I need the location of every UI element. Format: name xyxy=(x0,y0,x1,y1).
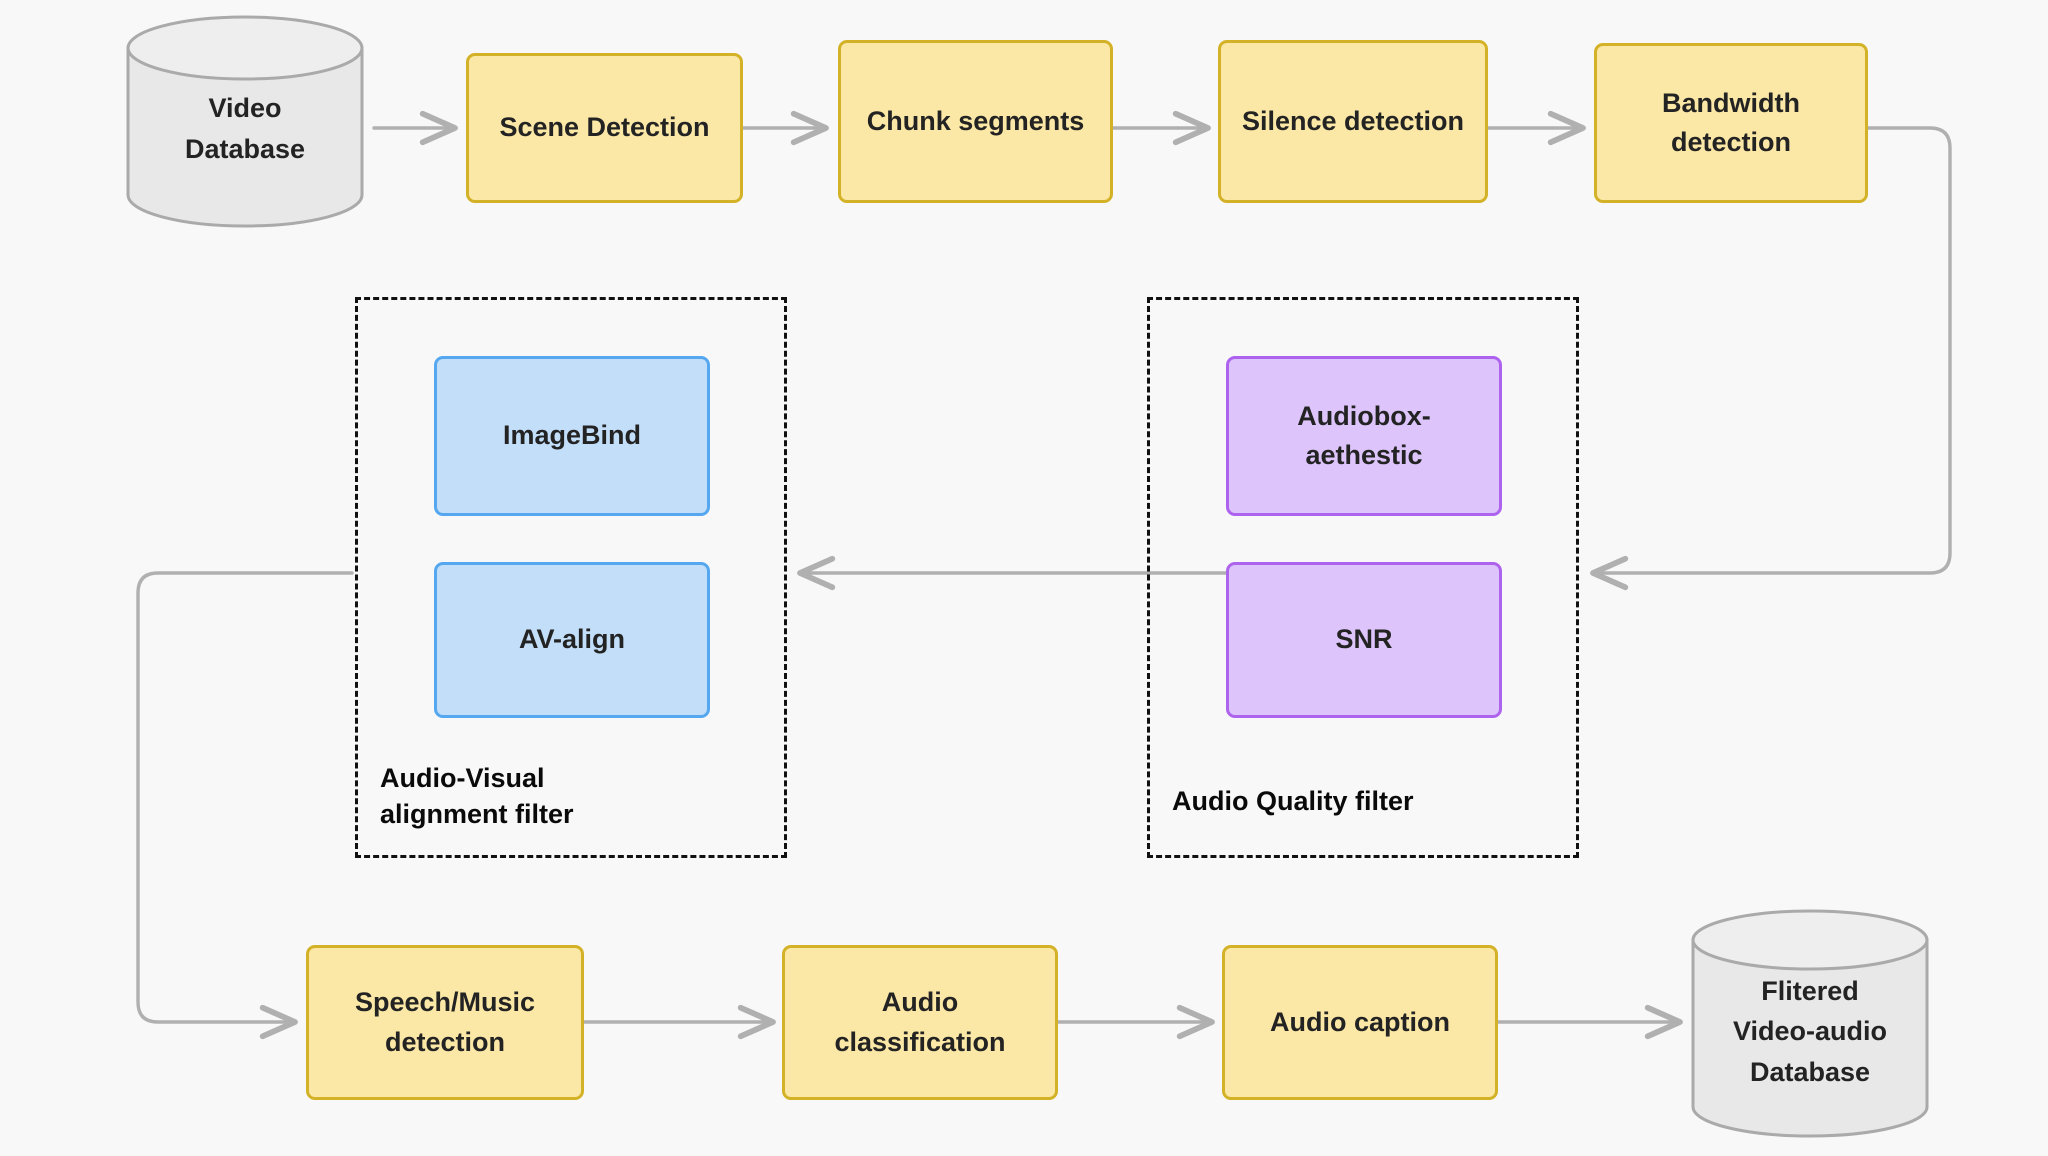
group-audio-quality-filter-label: Audio Quality filter xyxy=(1172,786,1414,816)
node-chunk-segments[interactable]: Chunk segments xyxy=(838,40,1113,203)
node-silence-detection[interactable]: Silence detection xyxy=(1218,40,1488,203)
group-av-alignment-filter-label: Audio-Visual alignment filter xyxy=(380,763,574,830)
node-audio-caption-label: Audio caption xyxy=(1270,1006,1450,1037)
node-av-align[interactable]: AV-align xyxy=(434,562,710,718)
node-speech-music-detection[interactable]: Speech/Music detection xyxy=(306,945,584,1100)
node-snr[interactable]: SNR xyxy=(1226,562,1502,718)
node-video-database-label: Video Database xyxy=(184,93,306,164)
node-audio-caption[interactable]: Audio caption xyxy=(1222,945,1498,1100)
node-scene-detection[interactable]: Scene Detection xyxy=(466,53,743,203)
node-imagebind-label: ImageBind xyxy=(502,420,642,451)
node-filtered-database[interactable]: Flitered Video-audio Database xyxy=(1690,908,1930,1141)
node-audiobox-aesthetic[interactable]: Audiobox- aethestic xyxy=(1226,356,1502,516)
group-audio-quality-filter xyxy=(1147,297,1579,858)
node-snr-label: SNR xyxy=(1335,624,1393,655)
node-audiobox-aesthetic-label: Audiobox- aethestic xyxy=(1297,400,1431,470)
node-imagebind[interactable]: ImageBind xyxy=(434,356,710,516)
node-av-align-label: AV-align xyxy=(518,624,625,655)
node-bandwidth-detection-label: Bandwidth detection xyxy=(1662,87,1800,157)
node-video-database[interactable]: Video Database xyxy=(125,14,365,229)
group-av-alignment-filter xyxy=(355,297,787,858)
node-audio-classification[interactable]: Audio classification xyxy=(782,945,1058,1100)
node-speech-music-detection-label: Speech/Music detection xyxy=(354,987,536,1057)
node-silence-detection-label: Silence detection xyxy=(1241,105,1465,136)
node-audio-classification-label: Audio classification xyxy=(834,987,1006,1057)
node-filtered-database-label: Flitered Video-audio Database xyxy=(1732,975,1887,1087)
node-chunk-segments-label: Chunk segments xyxy=(866,105,1085,136)
node-scene-detection-label: Scene Detection xyxy=(499,112,710,143)
node-bandwidth-detection[interactable]: Bandwidth detection xyxy=(1594,43,1868,203)
